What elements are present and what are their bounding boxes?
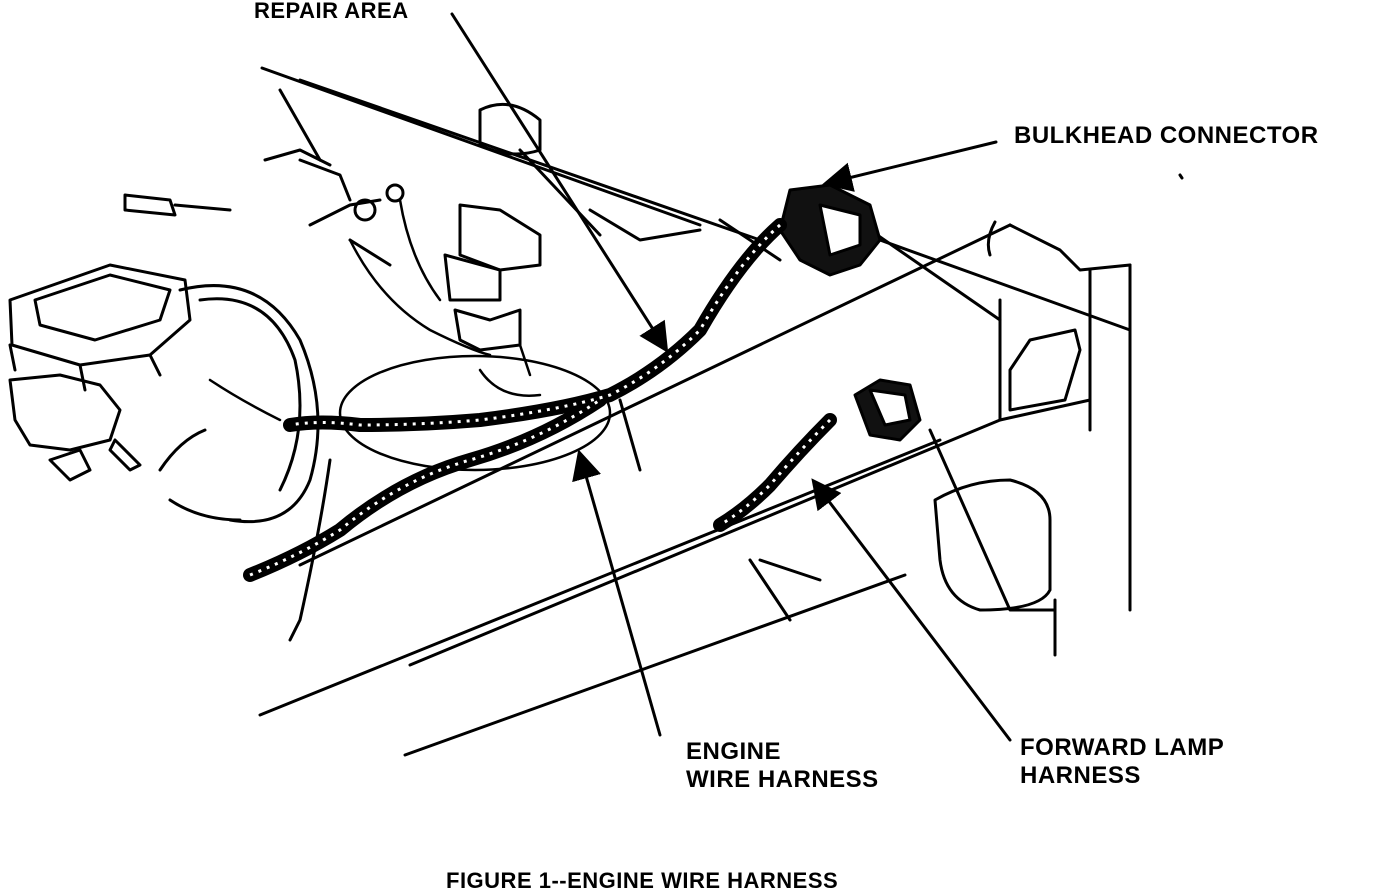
- bulkhead-connector: [778, 183, 882, 277]
- wires: [208, 198, 542, 422]
- bulkhead-connector-label: BULKHEAD CONNECTOR: [1014, 122, 1319, 149]
- bulkhead-connector-arrow: [822, 140, 998, 192]
- leader-lines: [450, 12, 1012, 742]
- repair-area-ellipse: [338, 354, 612, 472]
- forward-lamp-harness-arrow: [811, 478, 1012, 742]
- engine-wire-harness-label: ENGINE WIRE HARNESS: [686, 738, 879, 793]
- engine-wire-harness-ribs: [249, 223, 832, 577]
- repair-area-label: REPAIR AREA: [254, 0, 409, 23]
- engine-wire-harness-label-line2: WIRE HARNESS: [686, 765, 879, 793]
- firewall-components: [123, 102, 542, 352]
- figure-caption: FIGURE 1--ENGINE WIRE HARNESS: [446, 868, 839, 893]
- engine-wire-harness-label-line1: ENGINE: [686, 738, 782, 765]
- master-cylinder: [8, 263, 192, 482]
- forward-lamp-connector: [853, 378, 922, 442]
- fender-panel: [258, 220, 1132, 757]
- forward-lamp-harness-label-line1: FORWARD LAMP: [1020, 734, 1225, 761]
- brake-booster: [158, 284, 320, 524]
- forward-lamp-harness-label: FORWARD LAMP HARNESS: [1020, 734, 1224, 789]
- forward-lamp-harness-label-line2: HARNESS: [1020, 761, 1141, 789]
- repair-area-arrow: [450, 12, 669, 354]
- engine-wire-harness-loom: [243, 218, 837, 582]
- engine-wire-harness-arrow: [572, 449, 662, 737]
